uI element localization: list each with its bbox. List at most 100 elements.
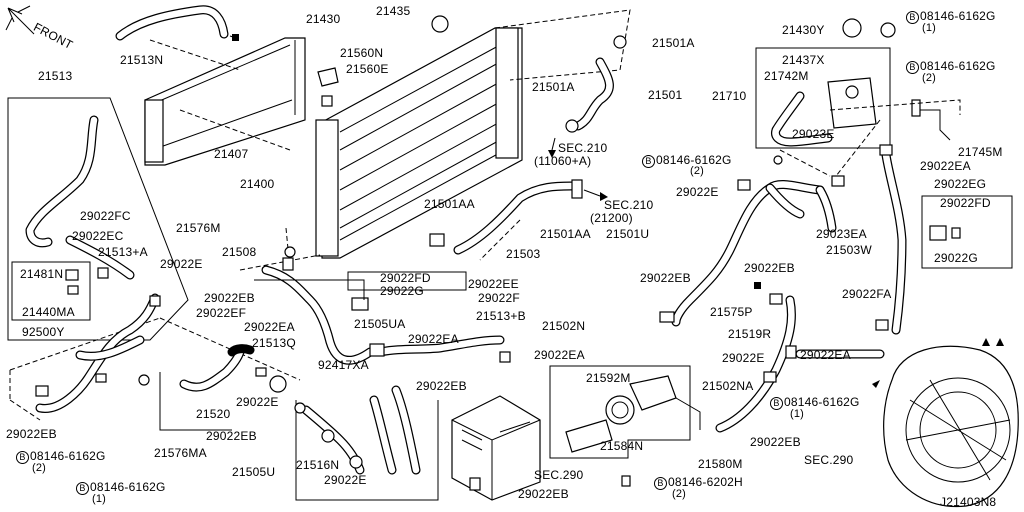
label-21501AA-b: 21501AA <box>540 227 591 241</box>
reservoir-tank-21710 <box>827 77 877 129</box>
hose-group-box <box>7 97 189 341</box>
label-sec210-b: SEC.210 <box>604 198 654 212</box>
bolt-r2-part: 08146-6162G <box>920 59 996 73</box>
label-21430Y: 21430Y <box>782 23 825 37</box>
label-bolt-b2-qty: (1) <box>92 493 107 505</box>
label-29022EB-g: 29022EB <box>744 261 795 275</box>
label-bolt-b1-qty: (2) <box>32 462 47 474</box>
label-21513A: 21513+A <box>98 245 148 259</box>
label-92417XA: 92417XA <box>318 358 369 372</box>
label-sec210-a: SEC.210 <box>558 141 608 155</box>
label-21519R: 21519R <box>728 327 772 341</box>
label-21575P: 21575P <box>710 305 753 319</box>
label-21440MA: 21440MA <box>22 305 75 319</box>
radiator-cap-icon <box>431 15 449 33</box>
label-bolt-r2-qty: (2) <box>922 72 937 84</box>
label-29022EB-c: 29022EB <box>206 429 257 443</box>
label-sec210-a-sub: (11060+A) <box>534 154 592 168</box>
label-21505UA: 21505UA <box>354 317 406 331</box>
label-21407: 21407 <box>214 147 249 161</box>
transaxle-housing <box>883 345 1019 508</box>
label-29022EA-d: 29022EA <box>920 159 971 173</box>
reservoir-box <box>755 47 891 149</box>
label-29022FA: 29022FA <box>842 287 892 301</box>
bolt-r1-part: 08146-6162G <box>920 9 996 23</box>
bolt-ref-icon: B <box>770 397 783 410</box>
label-sec290-a: SEC.290 <box>534 468 584 482</box>
label-21430: 21430 <box>306 12 341 26</box>
label-sec210-b-sub: (21200) <box>590 211 633 225</box>
electric-pump-21592M <box>565 375 677 453</box>
label-21560E: 21560E <box>346 62 389 76</box>
label-21516N: 21516N <box>296 458 340 472</box>
label-21742M: 21742M <box>764 69 809 83</box>
label-21501U: 21501U <box>606 227 650 241</box>
label-29022EB-h: 29022EB <box>750 435 801 449</box>
label-21501A-mid: 21501A <box>532 80 575 94</box>
label-21481N: 21481N <box>20 267 64 281</box>
label-29022EG: 29022EG <box>934 177 987 191</box>
label-21502N: 21502N <box>542 319 586 333</box>
sub-radiator-21407 <box>144 37 306 166</box>
label-21437X: 21437X <box>782 53 825 67</box>
bolt-ref-icon: B <box>654 477 667 490</box>
label-bolt-m2-qty: (1) <box>790 408 805 420</box>
label-29022E-c: 29022E <box>324 473 367 487</box>
label-29022EA-b: 29022EA <box>408 332 459 346</box>
label-29022EB-e: 29022EB <box>518 487 569 501</box>
label-29022EA-a: 29022EA <box>244 320 295 334</box>
label-bolt-m1-qty: (2) <box>690 165 705 177</box>
bolt-ref-icon: B <box>76 482 89 495</box>
label-29022G-b: 29022G <box>934 251 978 265</box>
label-21580M: 21580M <box>698 457 743 471</box>
label-21576M: 21576M <box>176 221 221 235</box>
bolt-ref-icon: B <box>16 451 29 464</box>
label-bolt-m3-qty: (2) <box>672 488 687 500</box>
label-29022EF: 29022EF <box>196 306 247 320</box>
label-29022G-a: 29022G <box>380 284 424 298</box>
label-29022EA-e: 29022EA <box>800 348 851 362</box>
label-29022FC: 29022FC <box>80 209 131 223</box>
diagram-id: J21403N8 <box>940 495 997 509</box>
label-21435: 21435 <box>376 4 411 18</box>
label-21502NA: 21502NA <box>702 379 754 393</box>
bolt-ref-icon: B <box>906 11 919 24</box>
label-29022FD-b: 29022FD <box>940 196 991 210</box>
label-92500Y: 92500Y <box>22 325 65 339</box>
label-bolt-r1-qty: (1) <box>922 22 937 34</box>
reservoir-cap-icon <box>842 18 862 38</box>
label-21520: 21520 <box>196 407 231 421</box>
label-21710: 21710 <box>712 89 747 103</box>
label-29022E-d: 29022E <box>676 185 719 199</box>
label-21513Q: 21513Q <box>252 336 296 350</box>
label-21584N: 21584N <box>600 439 644 453</box>
bolt-b2-part: 08146-6162G <box>90 480 166 494</box>
label-29022E-b: 29022E <box>236 395 279 409</box>
label-29022EC: 29022EC <box>72 229 124 243</box>
label-29022E-e: 29022E <box>722 351 765 365</box>
label-21592M: 21592M <box>586 371 631 385</box>
radiator-21400 <box>315 27 523 259</box>
label-29022EB-d: 29022EB <box>6 427 57 441</box>
label-29022FD-a: 29022FD <box>380 271 431 285</box>
label-21505U: 21505U <box>232 465 276 479</box>
subassembly-box-21481N <box>11 261 91 321</box>
label-21513: 21513 <box>38 69 73 83</box>
label-29023EA: 29023EA <box>816 227 867 241</box>
label-21745M: 21745M <box>958 145 1003 159</box>
inverter-unit <box>451 395 541 501</box>
label-29022EE: 29022EE <box>468 277 519 291</box>
label-29022EA-c: 29022EA <box>534 348 585 362</box>
label-21503W: 21503W <box>826 243 872 257</box>
label-29022EB-b: 29022EB <box>416 379 467 393</box>
bolt-m1-part: 08146-6162G <box>656 153 732 167</box>
label-21513B: 21513+B <box>476 309 526 323</box>
